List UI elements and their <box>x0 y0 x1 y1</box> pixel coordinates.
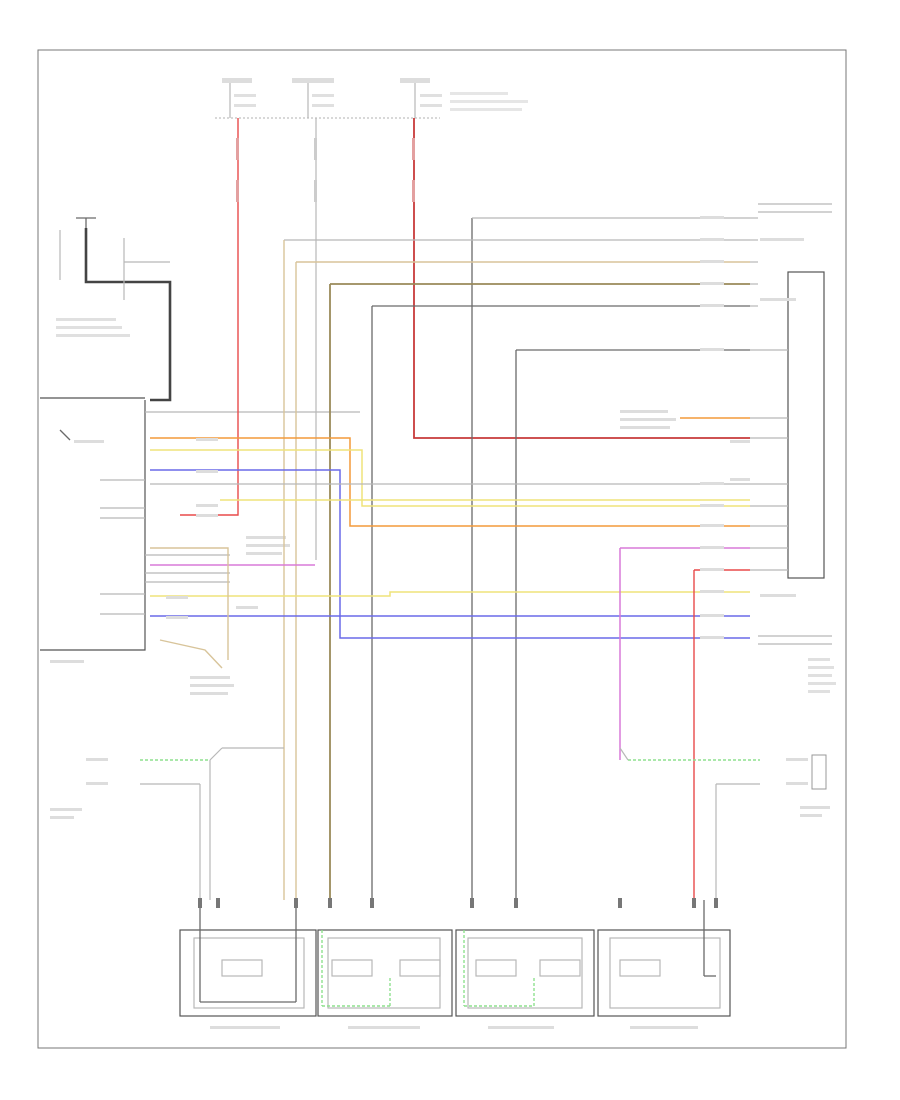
wire-orange-1 <box>150 437 750 527</box>
wire-yellow-1 <box>150 449 750 507</box>
antenna-icon <box>59 217 96 280</box>
left-tweeter-wiring <box>619 747 830 900</box>
fuse-block-group <box>215 78 528 119</box>
amplifier-box <box>787 271 825 579</box>
left-front-speaker <box>597 900 731 1029</box>
right-front-speaker <box>179 900 317 1029</box>
diagram-frame <box>37 49 847 1049</box>
wire-pink-2 <box>619 547 750 760</box>
wire-tan-2 <box>150 547 229 660</box>
antenna-cable <box>84 228 172 402</box>
speaker-connector-pins <box>198 898 718 908</box>
wire-label-marks <box>166 138 724 639</box>
right-rear-speaker <box>317 929 453 1029</box>
wire-darkred-power <box>413 118 750 439</box>
wire-red-2 <box>693 569 750 900</box>
left-rear-speaker <box>455 929 595 1029</box>
wire-blue-1 <box>150 469 750 639</box>
wire-red-power <box>180 118 239 516</box>
amplifier-pins <box>750 217 788 571</box>
right-tweeter-wiring <box>50 747 284 900</box>
wire-yellow-2 <box>150 591 750 597</box>
wire-tan-3 <box>159 639 223 669</box>
radio-unit-box <box>40 400 146 651</box>
